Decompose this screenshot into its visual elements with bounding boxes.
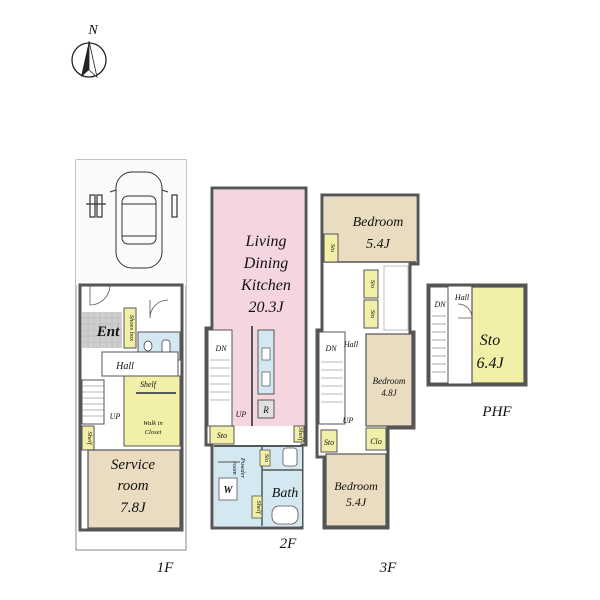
service-room	[87, 449, 181, 529]
sto-c	[363, 299, 379, 329]
shelf-label-2f: Shelf	[297, 428, 304, 442]
walk-in-label-2: Closet	[145, 429, 162, 436]
stairs-1f	[81, 379, 105, 425]
refrigerator-label: R	[262, 405, 269, 415]
powder-label-2: room	[231, 461, 238, 475]
hall-label-3f: Hall	[343, 340, 359, 349]
up-label-3f: UP	[343, 416, 354, 425]
floor-2f: Living Dining Kitchen 20.3J DN UP R Sto …	[204, 186, 308, 552]
bedroom-c	[325, 453, 387, 527]
hall-label-1f: Hall	[115, 361, 134, 372]
floor-phf: DN Hall Sto 6.4J PHF	[426, 283, 528, 420]
ldk-size: 20.3J	[248, 299, 284, 316]
north-arrow-icon	[71, 40, 107, 79]
walk-in-label-1: Walk in	[143, 420, 162, 427]
toilet-icon	[282, 447, 298, 467]
shelf-bath-label: Shelf	[255, 501, 262, 515]
bedroom-c-size: 5.4J	[346, 495, 367, 509]
sink-icon	[261, 347, 271, 361]
floor-label-3f: 3F	[379, 560, 398, 576]
shoes-box	[123, 307, 137, 349]
car-icon	[109, 171, 169, 269]
hall-1f	[101, 351, 179, 377]
sto-phf-size: 6.4J	[476, 355, 504, 372]
sto-b-label: Sto	[369, 280, 376, 289]
shelf-small-label-1f: Shelf	[86, 432, 93, 446]
ldk-label-1: Living	[245, 233, 287, 250]
stairs-2f	[207, 329, 233, 427]
dn-label-phf: DN	[433, 300, 446, 309]
sto-d-label: Sto	[324, 438, 334, 447]
hall-label-phf: Hall	[454, 293, 470, 302]
sto-2f	[209, 425, 235, 445]
stairs-phf	[429, 286, 449, 384]
floor-3f: Bedroom 5.4J Sto Sto Sto DN Hall Bedroom…	[315, 193, 420, 576]
up-label-1f: UP	[110, 412, 121, 421]
floor-label-phf: PHF	[481, 404, 512, 420]
floor-1f: Ent Shoes box Hall Shelf Walk in Closet …	[75, 159, 187, 576]
clo-3f	[365, 427, 387, 451]
washer-icon	[218, 477, 238, 501]
ldk-label-2: Dining	[243, 255, 288, 272]
bedroom-a-label: Bedroom	[353, 215, 404, 230]
sto-d	[320, 429, 338, 453]
sto-label-2f: Sto	[217, 431, 227, 440]
service-room-label-1: Service	[111, 457, 155, 473]
clo-label: Clo	[370, 437, 382, 446]
stove-icon	[261, 371, 271, 387]
walk-in-closet	[123, 375, 181, 447]
refrigerator	[257, 399, 275, 419]
sto-a	[323, 233, 339, 263]
sto-b	[363, 269, 379, 299]
north-label: N	[87, 23, 98, 38]
bedroom-c-label: Bedroom	[334, 479, 378, 493]
bedroom-b-size: 4.8J	[381, 388, 397, 398]
bath-label: Bath	[272, 486, 298, 501]
shelf-bath	[251, 495, 263, 519]
service-room-label-2: room	[117, 478, 148, 494]
bedroom-b-label: Bedroom	[373, 376, 406, 386]
ldk-label-3: Kitchen	[240, 277, 291, 294]
floor-label-1f: 1F	[157, 560, 175, 576]
bedroom-b	[365, 333, 413, 427]
shoes-box-label: Shoes box	[128, 315, 135, 341]
sto-a-label: Sto	[329, 244, 336, 253]
sto-small-label-2f: Sto	[263, 454, 270, 463]
sto-small-2f	[259, 449, 271, 467]
bedroom-a-size: 5.4J	[366, 237, 391, 252]
sto-phf-label: Sto	[480, 332, 500, 349]
washer-label: W	[224, 485, 234, 496]
floor-label-2f: 2F	[280, 536, 298, 552]
ent-label: Ent	[96, 324, 120, 340]
bicycle-rack-icon	[86, 194, 178, 218]
shelf-2f	[293, 425, 305, 443]
up-label-2f: UP	[236, 410, 247, 419]
bathtub-icon	[271, 505, 299, 525]
sto-phf	[471, 286, 525, 384]
dn-label-2f: DN	[214, 344, 227, 353]
shelf-label-1f: Shelf	[140, 380, 158, 389]
sto-c-label: Sto	[369, 310, 376, 319]
powder-label-1: Powder	[239, 457, 246, 479]
dn-label-3f: DN	[324, 344, 337, 353]
bedroom-a	[324, 197, 416, 262]
service-room-size: 7.8J	[120, 500, 147, 516]
